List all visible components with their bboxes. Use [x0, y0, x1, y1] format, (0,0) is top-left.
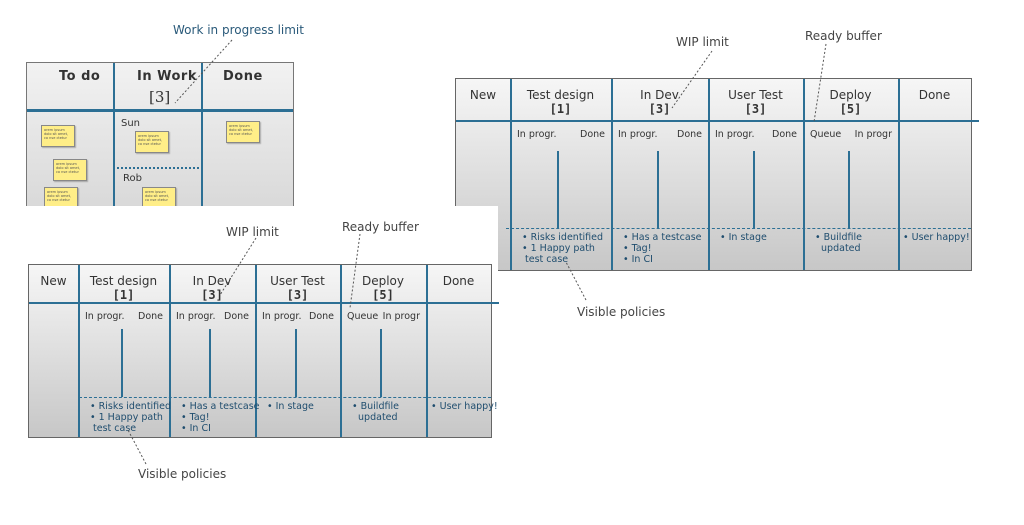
sub-column-label: Done [138, 311, 163, 322]
wb-divider [113, 63, 115, 213]
sticky-note[interactable]: orem ipsum dolo sit amet, co nse ctetur [135, 131, 169, 153]
column-policy: • User happy! [903, 232, 970, 243]
sub-column-label: Done [677, 129, 702, 140]
column-policy: • Has a testcase • Tag! • In CI [181, 401, 260, 434]
sub-column-divider [657, 151, 659, 228]
kanban-board-right: New Test design[1] In progr. Done • Risks id… [455, 78, 979, 271]
column-policy: • Risks identified • 1 Happy path test c… [90, 401, 172, 434]
column-title: Deploy [829, 88, 872, 102]
column-policy: • Risks identified • 1 Happy path test c… [522, 232, 604, 265]
column-title: User Test [270, 274, 325, 288]
sub-column-label: Done [309, 311, 334, 322]
column-title: New [469, 88, 497, 102]
sub-column-label: In progr. [715, 129, 755, 140]
ready-buffer-annotation: Ready buffer [805, 29, 882, 43]
column-title: Deploy [361, 274, 405, 288]
board-column: New [29, 265, 80, 437]
column-policy: • In stage [720, 232, 767, 243]
sub-column-label: In progr. [85, 311, 125, 322]
sub-column-label: Done [580, 129, 605, 140]
policy-line [506, 228, 971, 229]
column-title: Done [442, 274, 475, 288]
column-policy: • Has a testcase • Tag! • In CI [623, 232, 702, 265]
sticky-note[interactable]: orem ipsum dolo sit amet, co nse ctetur [41, 125, 75, 147]
board-column: Test design[1] In progr. Done • Risks ident… [510, 79, 613, 270]
sub-column-divider [753, 151, 755, 228]
sub-column-divider [848, 151, 850, 228]
sub-column-label: Done [224, 311, 249, 322]
board-header-line [29, 302, 499, 304]
wip-annotation: WIP limit [226, 225, 279, 239]
kanban-board-left: New Test design[1] In progr. Done • Risks id… [28, 264, 499, 438]
whiteboard: To do In Work Done [3] Sun Rob orem ipsu… [26, 62, 294, 214]
board-column: In Dev[3] In progr. Done • Has a testcase •… [169, 265, 260, 437]
wb-col-todo: To do [59, 69, 101, 84]
board-header-line [456, 120, 979, 122]
sticky-note[interactable]: orem ipsum dolo sit amet, co nse ctetur [53, 159, 87, 181]
wip-limit: [1] [112, 288, 135, 302]
sub-column-divider [557, 151, 559, 228]
wb-lane-label: Sun [121, 118, 141, 129]
wip-limit: [5] [839, 102, 862, 116]
sub-column-label: Queue [810, 129, 842, 140]
sub-column-label: In progr. [262, 311, 302, 322]
board-column: User Test[3] In progr. Done • In stage [255, 265, 342, 437]
board-column: New [456, 79, 512, 270]
column-title: In Dev [192, 274, 232, 288]
column-policy: • Buildfile updated [352, 401, 399, 423]
wb-col-inwork: In Work [137, 69, 197, 84]
wip-limit: [1] [549, 102, 572, 116]
column-title: User Test [728, 88, 783, 102]
wip-annotation-whiteboard: Work in progress limit [173, 23, 304, 37]
column-title: Done [918, 88, 951, 102]
column-policy: • In stage [267, 401, 314, 412]
wb-lane-label: Rob [123, 173, 142, 184]
wip-limit: [3] [201, 288, 223, 302]
column-title: In Dev [640, 88, 679, 102]
column-policy: • User happy! [431, 401, 498, 412]
wip-limit: [3] [648, 102, 671, 116]
board-column: Done • User happy! [898, 79, 971, 270]
sub-column-label: Queue [347, 311, 379, 322]
policies-annotation: Visible policies [577, 305, 666, 319]
board-column: In Dev[3] In progr. Done • Has a testcase •… [611, 79, 710, 270]
board-column: Test design[1] In progr. Done • Risks ident… [78, 265, 171, 437]
sub-column-label: In progr. [176, 311, 216, 322]
sub-column-label: In progr [854, 129, 892, 140]
wb-lane-divider [117, 167, 199, 169]
wb-col-done: Done [223, 69, 263, 84]
column-title: Test design [526, 88, 595, 102]
wb-divider [201, 63, 203, 213]
wip-annotation: WIP limit [676, 35, 729, 49]
column-policy: • Buildfile updated [815, 232, 862, 254]
wip-limit: [3] [286, 288, 309, 302]
policy-line [79, 397, 491, 398]
wb-header-line [27, 109, 293, 112]
sub-column-divider [380, 329, 382, 397]
board-column: Deploy[5] Queue In progr • Buildfile update… [803, 79, 900, 270]
wb-wip-limit: [3] [149, 88, 171, 106]
sub-column-label: In progr. [517, 129, 557, 140]
sub-column-divider [295, 329, 297, 397]
policies-annotation: Visible policies [138, 467, 227, 481]
sub-column-label: Done [772, 129, 797, 140]
board-column: Done • User happy! [426, 265, 498, 437]
sticky-note[interactable]: orem ipsum dolo sit amet, co nse ctetur [226, 121, 260, 143]
wip-limit: [3] [744, 102, 767, 116]
sub-column-divider [121, 329, 123, 397]
wip-limit: [5] [372, 288, 394, 302]
sub-column-label: In progr [382, 311, 420, 322]
sub-column-divider [209, 329, 211, 397]
column-title: Test design [89, 274, 158, 288]
board-column: User Test[3] In progr. Done • In stage [708, 79, 805, 270]
sub-column-label: In progr. [618, 129, 658, 140]
ready-buffer-annotation: Ready buffer [342, 220, 419, 234]
column-title: New [40, 274, 67, 288]
